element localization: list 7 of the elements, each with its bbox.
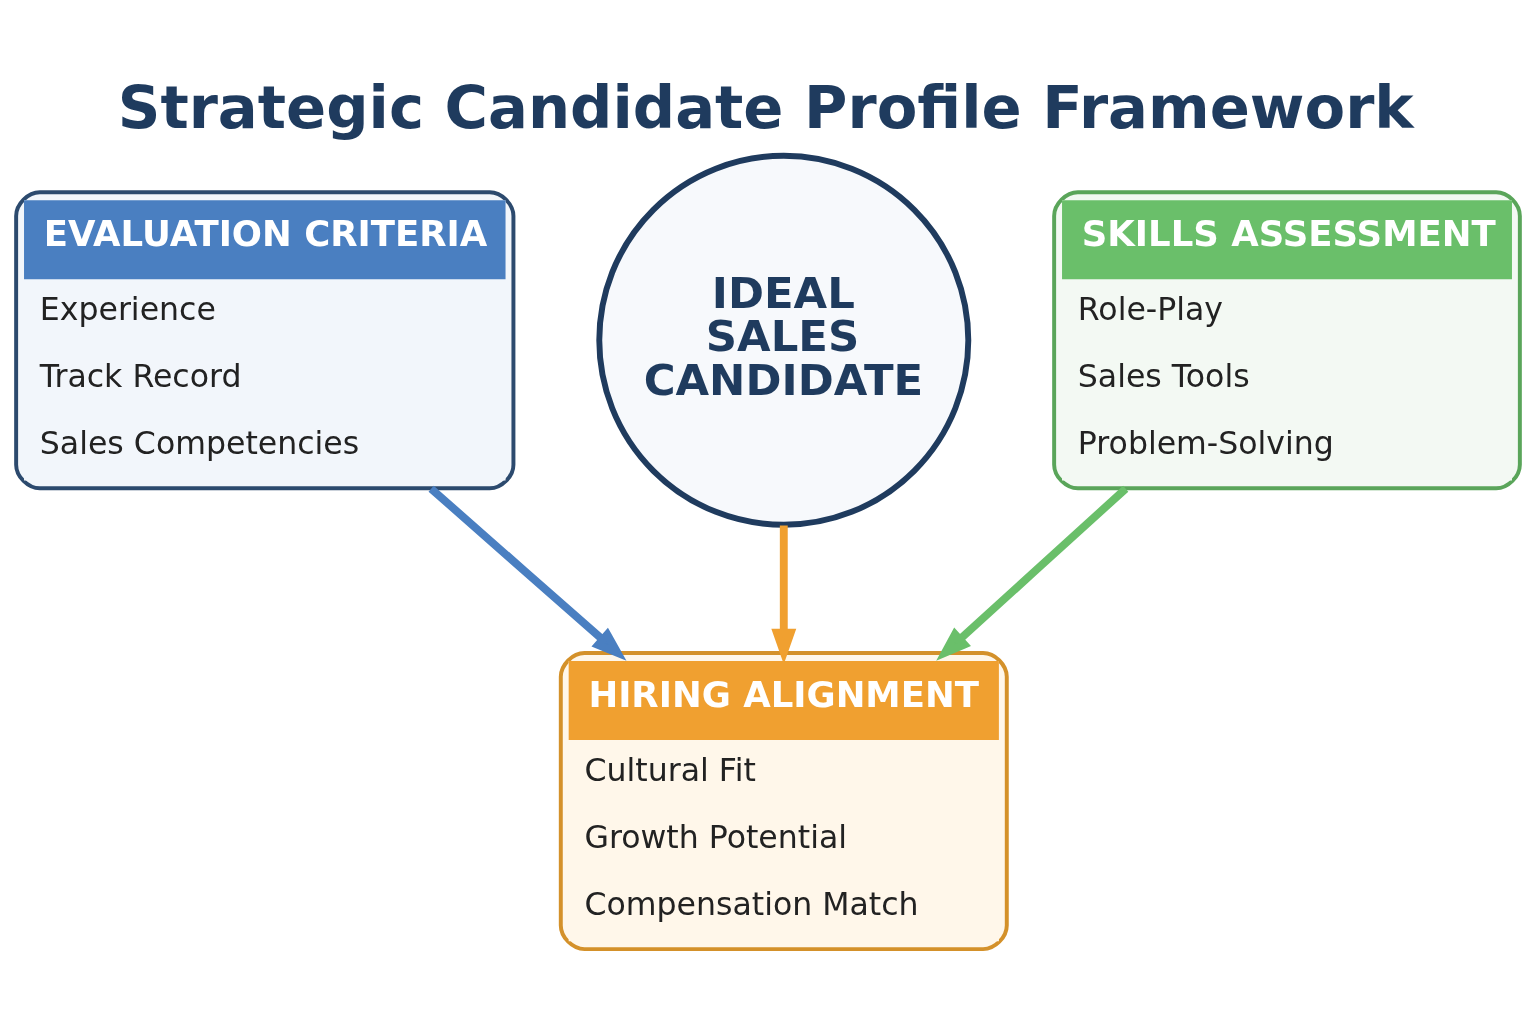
arrow (936, 485, 1129, 661)
arrow (428, 485, 627, 661)
node-box: EVALUATION CRITERIA Experience Track Record Sales Competencies (14, 190, 516, 491)
node-box: HIRING ALIGNMENT Cultural Fit Growth Potential Compensation Match (558, 651, 1009, 952)
node-box: SKILLS ASSESSMENT Role-Play Sales Tools Problem-Solving (1052, 190, 1522, 491)
diagram-title: Strategic Candidate Profile Framework (117, 73, 1414, 143)
node-circle: IDEAL SALES CANDIDATE (596, 152, 972, 528)
